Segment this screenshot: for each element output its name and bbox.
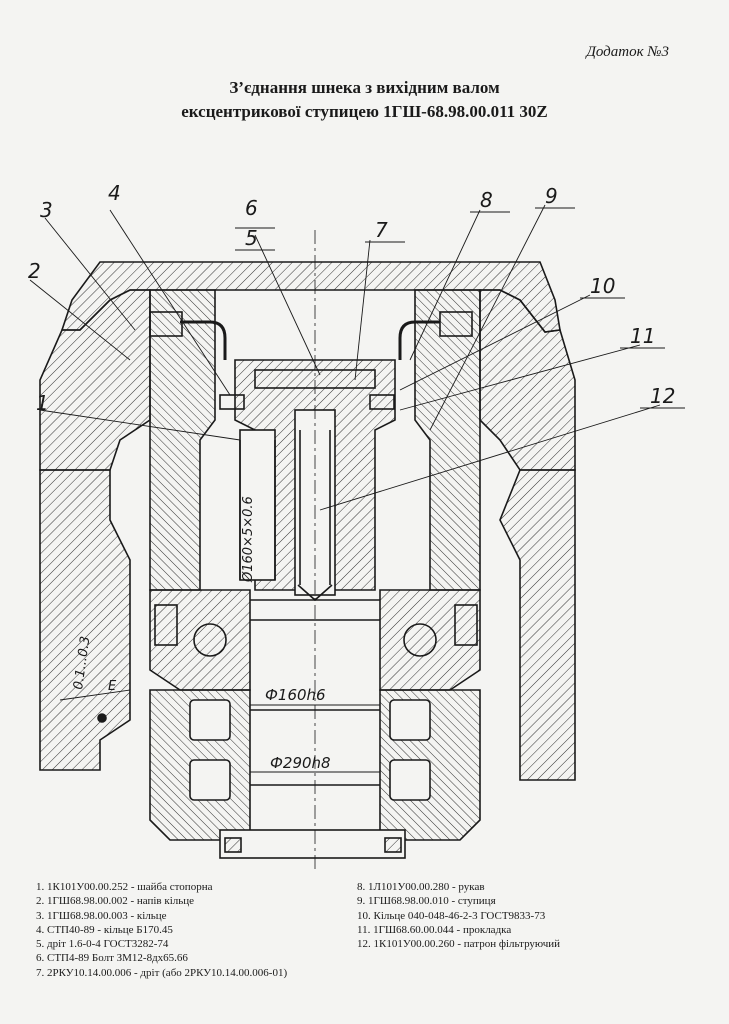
legend-item: 6. СТП4-89 Болт ЗМ12-8дх65.66 bbox=[36, 952, 188, 965]
legend-item: 4. СТП40-89 - кільце Б170.45 bbox=[36, 923, 173, 936]
legend-item: 9. 1ГШ68.98.00.010 - ступиця bbox=[357, 895, 496, 908]
dim-bore-label: Ф160h6 bbox=[265, 686, 326, 704]
callout-6: 6 bbox=[245, 196, 258, 220]
callout-12: 12 bbox=[650, 384, 675, 408]
callout-10: 10 bbox=[590, 274, 615, 298]
document-title-line-1: З’єднання шнека з вихідним валом bbox=[229, 78, 500, 97]
legend-item: 12. 1К101У00.00.260 - патрон фільтруючий bbox=[357, 938, 561, 951]
callout-3: 3 bbox=[40, 198, 53, 222]
legend-item: 7. 2РКУ10.14.00.006 - дріт (або 2РКУ10.1… bbox=[36, 966, 288, 979]
callout-numbers: 3 2 4 1 6 5 7 8 9 10 11 12 bbox=[28, 181, 675, 415]
document-title-line-2: ексцентрикової ступицею 1ГШ-68.98.00.011… bbox=[181, 102, 548, 121]
callout-8: 8 bbox=[480, 188, 493, 212]
legend-item: 5. дріт 1.6-0-4 ГОСТ3282-74 bbox=[36, 938, 169, 951]
legend-item: 10. Кільце 040-048-46-2-3 ГОСТ9833-73 bbox=[357, 909, 546, 922]
tolerance-ref-label: Е bbox=[108, 679, 117, 694]
legend-item: 1. 1К101У00.00.252 - шайба стопорна bbox=[36, 881, 213, 893]
callout-2: 2 bbox=[28, 259, 41, 283]
dim-thread-label: Ø160×5×0.6 bbox=[241, 496, 256, 583]
parts-legend-left: 1. 1К101У00.00.252 - шайба стопорна 2. 1… bbox=[36, 880, 287, 980]
callout-5: 5 bbox=[245, 226, 258, 250]
callout-7: 7 bbox=[375, 218, 388, 242]
dim-outer-label: Ф290h8 bbox=[270, 754, 331, 772]
legend-item: 11. 1ГШ68.60.00.044 - прокладка bbox=[357, 923, 512, 936]
callout-4: 4 bbox=[108, 181, 121, 205]
parts-legend-right: 8. 1Л101У00.00.280 - рукав 9. 1ГШ68.98.0… bbox=[357, 880, 560, 951]
legend-item: 3. 1ГШ68.98.00.003 - кільце bbox=[36, 909, 167, 922]
callout-11: 11 bbox=[630, 324, 655, 348]
tolerance-label: 0.1...0.3 bbox=[71, 635, 93, 690]
appendix-label: Додаток №3 bbox=[586, 44, 669, 60]
legend-item: 8. 1Л101У00.00.280 - рукав bbox=[357, 881, 485, 893]
legend-item: 2. 1ГШ68.98.00.002 - напів кільце bbox=[36, 895, 195, 908]
callout-9: 9 bbox=[545, 184, 558, 208]
callout-1: 1 bbox=[36, 391, 49, 415]
